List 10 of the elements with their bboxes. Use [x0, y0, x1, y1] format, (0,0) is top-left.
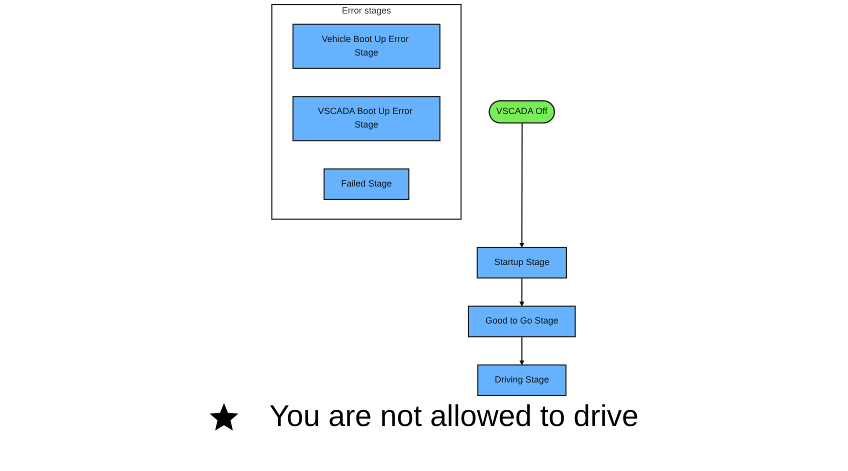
node-box: Vehicle Boot Up Error Stage	[292, 24, 441, 69]
node-box: VSCADA Boot Up Error Stage	[292, 96, 441, 142]
arrow	[520, 278, 525, 306]
node-box: Startup Stage	[477, 246, 568, 279]
node-box: Driving Stage	[478, 364, 567, 396]
node-box: Good to Go Stage	[468, 306, 576, 338]
node-box: Failed Stage	[324, 168, 410, 200]
arrow	[520, 336, 525, 366]
note-text: You are not allowed to drive	[269, 400, 639, 434]
arrow	[520, 123, 525, 248]
